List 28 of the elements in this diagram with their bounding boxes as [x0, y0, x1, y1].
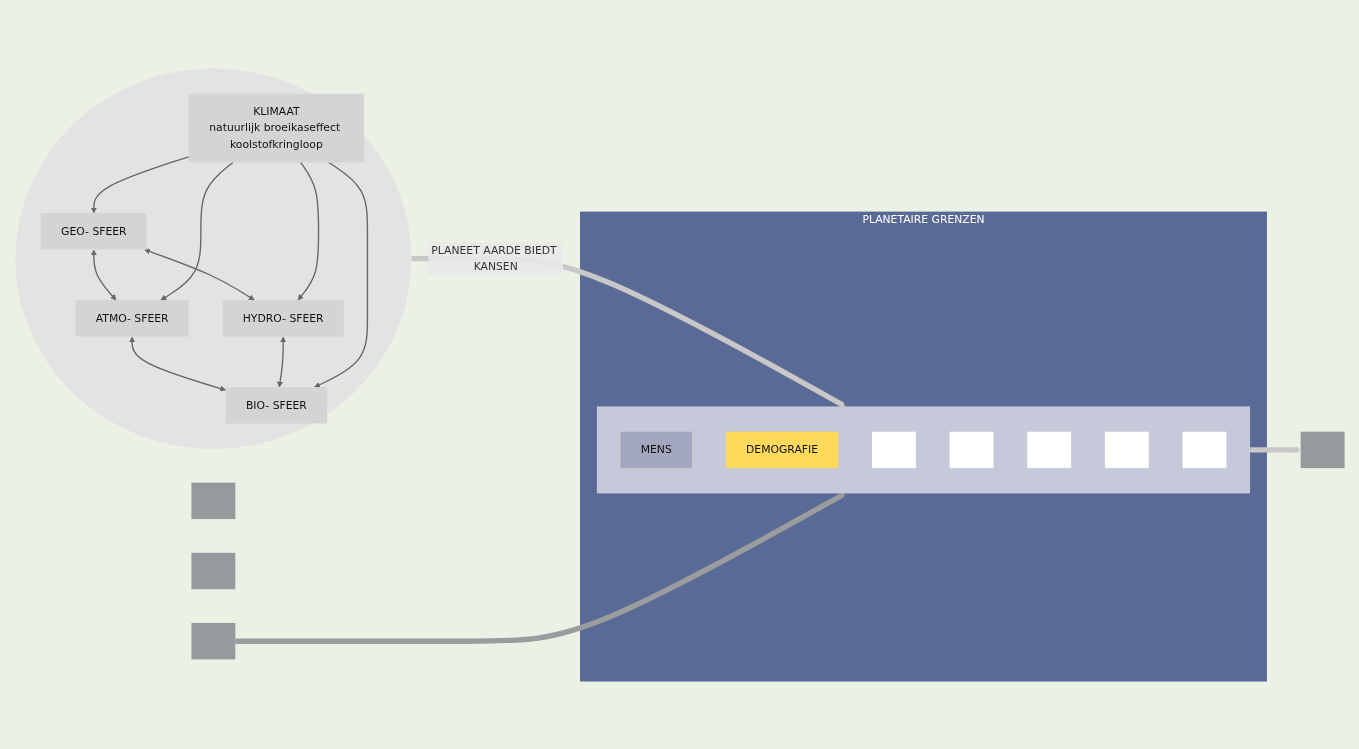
- node-bar: [1300, 431, 1345, 468]
- node-box: ATMO- SFEER: [75, 299, 189, 337]
- node-box: MENS: [620, 431, 692, 468]
- arrow: [90, 249, 116, 300]
- arrow: [297, 161, 319, 300]
- arrow: [90, 155, 189, 213]
- node-box: DEMOGRAFIE: [725, 431, 838, 468]
- node-bar: [949, 431, 993, 468]
- arrow: [143, 248, 255, 300]
- node-box: GEO- SFEER: [40, 212, 147, 250]
- cluster: [596, 405, 1250, 493]
- arrow: [160, 161, 234, 300]
- node-bar: [1182, 431, 1226, 468]
- arrow: [128, 336, 226, 391]
- node-box: KLIMAAT natuurlijk broeikaseffect koolstofkringloop: [188, 93, 364, 163]
- arrow: [1249, 446, 1301, 453]
- arrow: [234, 491, 846, 644]
- node-bar: [1026, 431, 1071, 468]
- node-bar: [190, 552, 235, 589]
- node-bar: [190, 622, 235, 659]
- arrow: [276, 336, 286, 387]
- edge-label: PLANEET AARDE BIEDT KANSEN: [430, 243, 557, 273]
- node-bar: [190, 482, 235, 519]
- arrow: [313, 161, 368, 388]
- node-bar: [1104, 431, 1149, 468]
- node-box: HYDRO- SFEER: [222, 299, 344, 337]
- node-box: BIO- SFEER: [225, 386, 327, 424]
- node-bar: [871, 431, 916, 468]
